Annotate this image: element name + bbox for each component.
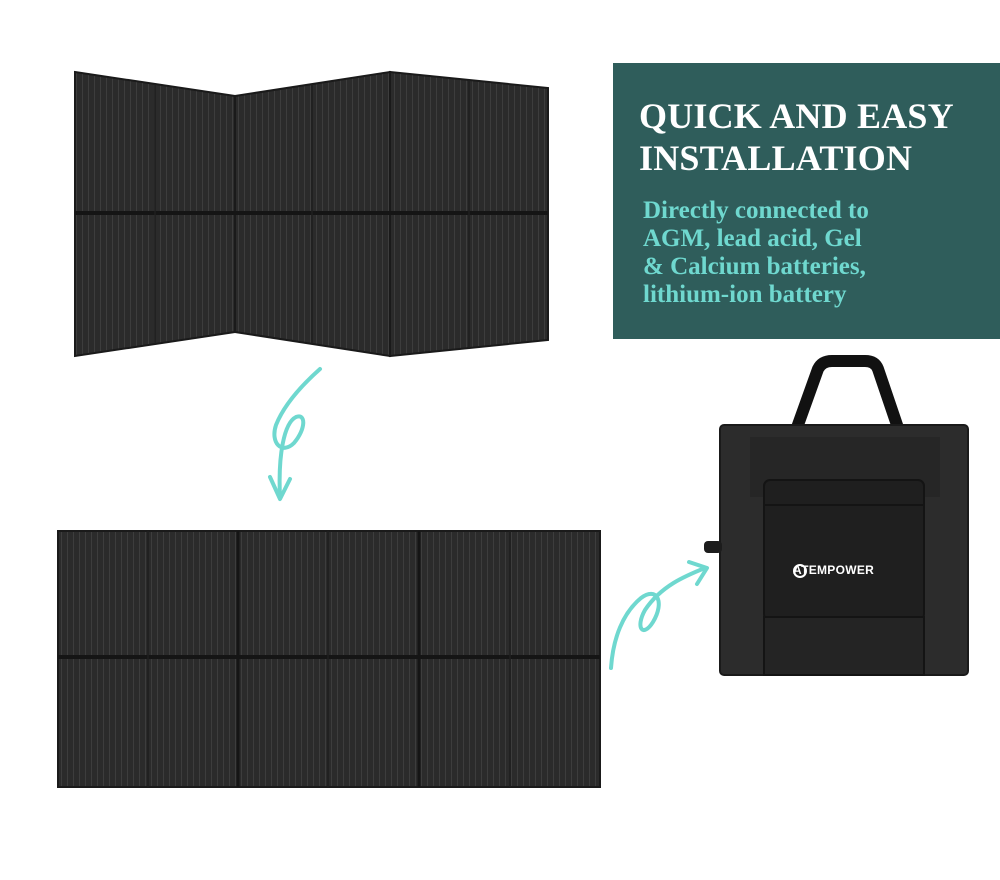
curly-arrow-down-icon: [268, 367, 322, 501]
headline-line-1: QUICK AND EASY: [639, 96, 954, 136]
subtext-line-3: & Calcium batteries,: [643, 253, 866, 280]
subtext-line-1: Directly connected to: [643, 197, 869, 224]
headline-line-2: INSTALLATION: [639, 138, 913, 178]
subtext-line-2: AGM, lead acid, Gel: [643, 225, 862, 252]
curly-arrow-right-icon: [609, 560, 709, 670]
folded-solar-panel-image: [74, 70, 549, 358]
unfolded-solar-panel-image: [57, 530, 601, 788]
info-box: QUICK AND EASY INSTALLATION Directly con…: [613, 63, 1000, 339]
atempower-logo-icon: [793, 564, 807, 578]
subtext-line-4: lithium-ion battery: [643, 281, 847, 308]
bag-brand-label: ATEMPOWER: [793, 563, 875, 577]
carry-bag-image: [704, 355, 969, 676]
headline: QUICK AND EASY INSTALLATION: [639, 95, 1000, 179]
subtext: Directly connected to AGM, lead acid, Ge…: [643, 197, 1000, 309]
